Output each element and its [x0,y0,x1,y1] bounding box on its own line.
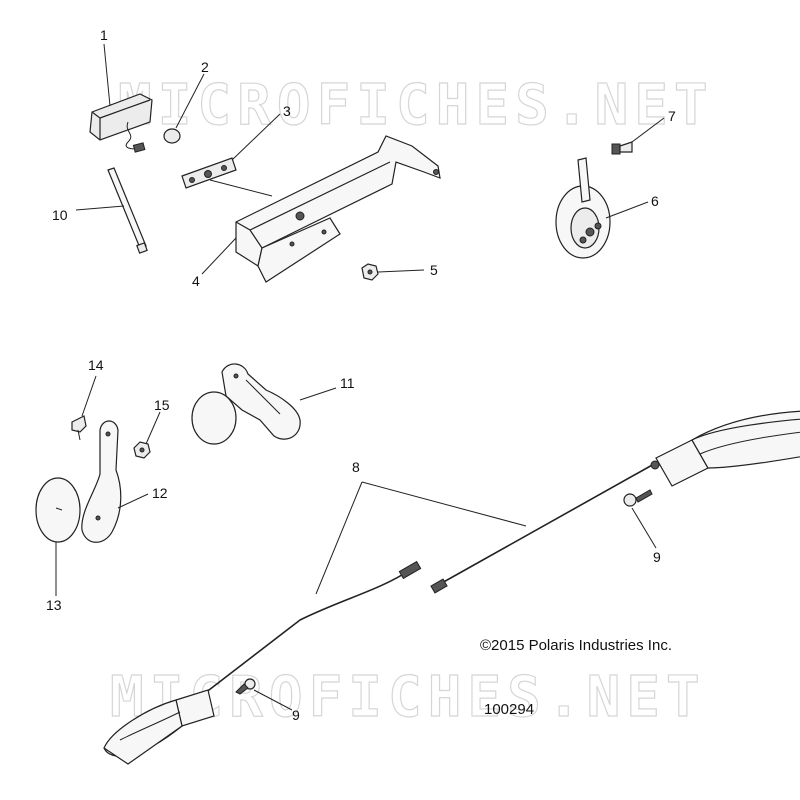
callout-13: 13 [46,597,62,613]
part-6-horn [555,157,611,259]
part-5-nut [361,263,379,281]
copyright-text: ©2015 Polaris Industries Inc. [480,637,672,654]
callout-10: 10 [52,207,68,223]
part-7-screw [611,141,633,155]
part-1-license-light [89,93,153,153]
callout-11: 11 [340,375,355,391]
callout-5: 5 [430,262,438,278]
watermark-top: MICROFICHES.NET [118,73,714,138]
diagram-id: 100294 [484,701,534,718]
part-13-reflector [35,477,81,543]
part-14-pin [71,415,87,441]
part-9-screw-upper [623,489,653,507]
part-3-plate [181,157,237,189]
callout-14: 14 [88,357,104,373]
part-8-turn-signal-upper [430,410,800,594]
leader-lines [55,43,665,711]
callout-9-lower: 9 [292,707,300,723]
part-2-spacer [163,128,181,144]
callout-4: 4 [192,273,200,289]
callout-3: 3 [283,103,291,119]
callout-15: 15 [154,397,170,413]
part-10-cable-tie [107,167,148,254]
part-11-reflector-bracket [191,363,301,445]
callout-1: 1 [100,27,108,43]
part-8-turn-signal-lower [103,560,422,765]
part-4-bracket [235,135,441,283]
part-15-nut [133,441,151,459]
part-9-screw-lower [235,678,256,695]
callout-2: 2 [201,59,209,75]
callout-6: 6 [651,193,659,209]
callout-7: 7 [668,108,676,124]
callout-12: 12 [152,485,168,501]
callout-9-upper: 9 [653,549,661,565]
callout-8: 8 [352,459,360,475]
part-12-reflector-bracket [81,420,122,543]
